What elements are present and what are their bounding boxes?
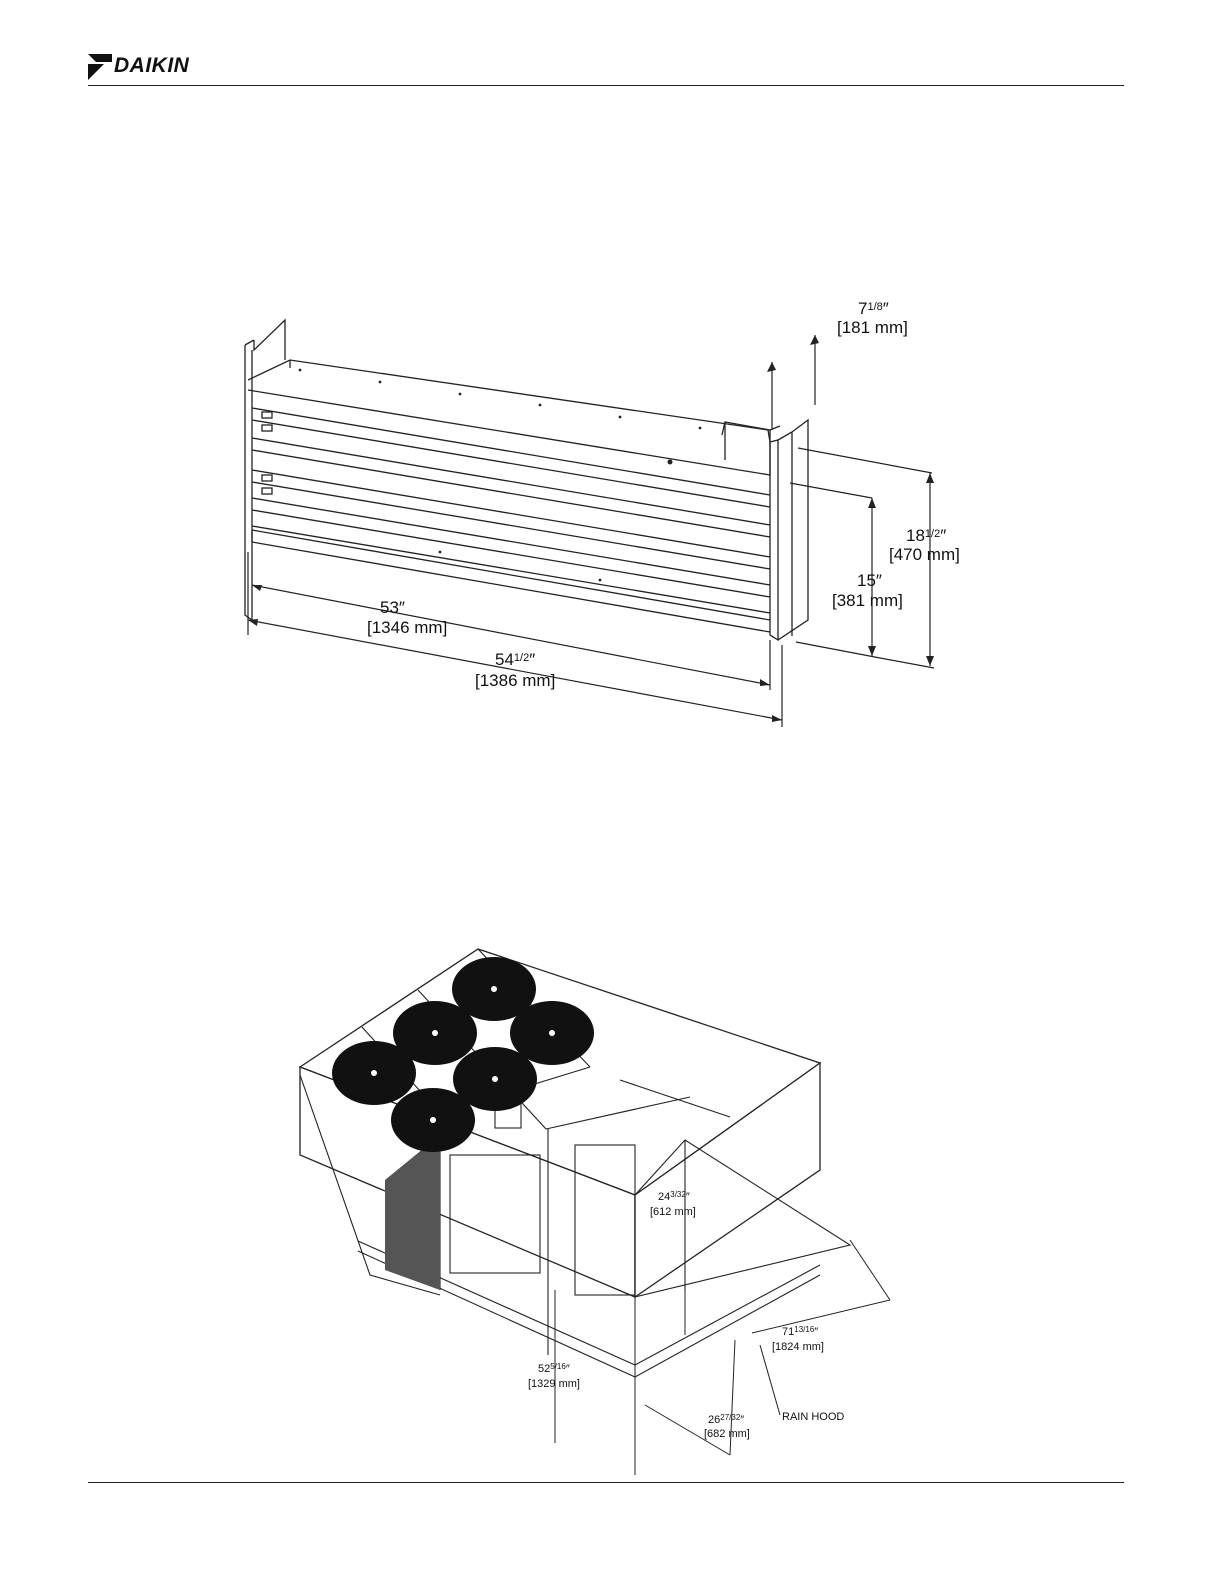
dim-52-frac: 5/16 [550,1362,566,1371]
footer-rule [88,1482,1124,1483]
dim-71-in: 7113/16″ [782,1325,818,1338]
dim-7-frac: 1/8 [867,301,882,313]
dim-7-mark: ″ [883,299,889,318]
dim-52-whole: 52 [538,1363,550,1375]
dim-53-mm: [1346 mm] [367,618,447,637]
dim-24-mm: [612 mm] [650,1206,696,1218]
dim-54-frac: 1/2 [514,652,529,664]
figure-damper-assembly: 53″ [1346 mm] 541/2″ [1386 mm] 15″ [381 … [230,290,1010,740]
dim-7-in: 71/8″ [858,299,889,318]
dim-52-mark: ″ [566,1363,570,1375]
figure-rooftop-unit: 243/32″ [612 mm] 7113/16″ [1824 mm] 525/… [290,945,930,1465]
dim-18-in: 181/2″ [906,526,946,545]
dim-7-mm: [181 mm] [837,318,908,337]
dim-18-mark: ″ [940,526,946,545]
dim-71-mm: [1824 mm] [772,1341,824,1353]
header-rule [88,85,1124,86]
dim-26-whole: 26 [708,1414,720,1426]
rooftop-unit-drawing: 243/32″ [612 mm] 7113/16″ [1824 mm] 525/… [290,945,930,1465]
dim-54-mm: [1386 mm] [475,671,555,690]
dim-26-mark: ″ [740,1414,744,1426]
page-header: DAIKIN [88,50,1124,86]
daikin-logo: DAIKIN [88,50,218,84]
dim-15-in: 15″ [857,571,882,590]
dim-26-frac: 27/32 [720,1413,741,1422]
dim-54-whole: 54 [495,650,514,669]
dim-53-in: 53″ [380,598,405,617]
dim-26-in: 2627/32″ [708,1413,744,1426]
dim-18-frac: 1/2 [925,528,940,540]
dim-24-frac: 3/32 [670,1190,686,1199]
daikin-logo-mark-icon [88,52,112,80]
dim-26-mm: [682 mm] [704,1428,750,1440]
dim-71-frac: 13/16 [794,1325,815,1334]
dim-54-mark: ″ [529,650,535,669]
dim-15-mm: [381 mm] [832,591,903,610]
damper-drawing: 53″ [1346 mm] 541/2″ [1386 mm] 15″ [381 … [230,290,1010,740]
dim-18-whole: 18 [906,526,925,545]
dim-54-in: 541/2″ [495,650,535,669]
dim-52-mm: [1329 mm] [528,1378,580,1390]
logo-wordmark: DAIKIN [114,54,189,78]
dim-7-whole: 7 [858,299,867,318]
dim-71-whole: 71 [782,1326,794,1338]
dim-18-mm: [470 mm] [889,545,960,564]
dim-71-mark: ″ [814,1326,818,1338]
dim-24-whole: 24 [658,1191,670,1203]
dim-24-mark: ″ [686,1191,690,1203]
dim-52-in: 525/16″ [538,1362,570,1375]
rain-hood-callout: RAIN HOOD [782,1411,844,1423]
